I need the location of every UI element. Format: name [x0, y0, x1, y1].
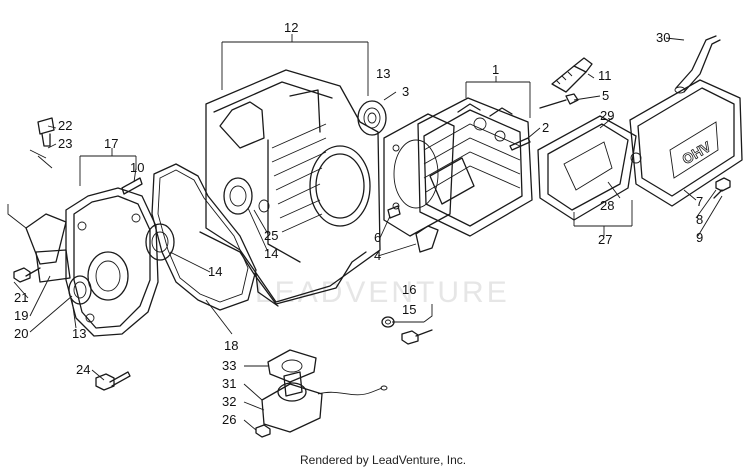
- callout-26: 26: [222, 412, 236, 427]
- callout-15: 15: [402, 302, 416, 317]
- callout-8: 8: [696, 212, 703, 227]
- oil-fill-elbow: [25, 213, 71, 283]
- callout-25: 25: [264, 228, 278, 243]
- callout-23: 23: [58, 136, 72, 151]
- callout-22: 22: [58, 118, 72, 133]
- callout-1: 1: [492, 62, 499, 77]
- crankcase-gasket: [151, 163, 257, 311]
- callout-labels: 12 30 1 13 11 3 5 29 2 22 23 17 10 7 28 …: [14, 20, 703, 427]
- callout-3: 3: [402, 84, 409, 99]
- callout-16: 16: [402, 282, 416, 297]
- callout-6: 6: [374, 230, 381, 245]
- bolt-21: [13, 267, 41, 283]
- callout-9: 9: [696, 230, 703, 245]
- group-brackets: [7, 34, 633, 411]
- callout-12: 12: [284, 20, 298, 35]
- callout-31: 31: [222, 376, 236, 391]
- footer-credit: Rendered by LeadVenture, Inc.: [300, 453, 466, 467]
- callout-14-left: 14: [208, 264, 222, 279]
- bolt-26: [255, 424, 271, 438]
- guide-pin: [509, 137, 531, 151]
- bolt-15: [401, 329, 433, 345]
- callout-19: 19: [14, 308, 28, 323]
- head-gasket: [383, 113, 455, 237]
- dowel-pin: [387, 205, 401, 219]
- callout-13-lower: 13: [72, 326, 86, 341]
- rocker-plate-assembly: [537, 115, 642, 221]
- bearing-left: [145, 223, 175, 261]
- valve-cover: OHV: [629, 79, 743, 207]
- callout-18: 18: [224, 338, 238, 353]
- watermark-text: LEADVENTURE: [255, 276, 510, 309]
- breather-tube: [674, 35, 721, 94]
- leader-lines: [13, 37, 723, 431]
- valve-cover-bolt: [713, 177, 731, 199]
- rocker-guide: [415, 225, 439, 253]
- bolt-24: [95, 371, 131, 391]
- callout-27: 27: [598, 232, 612, 247]
- callout-21: 21: [14, 290, 28, 305]
- crankcase-block: [199, 69, 381, 307]
- callout-29: 29: [600, 108, 614, 123]
- callout-7: 7: [696, 194, 703, 209]
- head-bolt: [539, 93, 579, 109]
- callout-20: 20: [14, 326, 28, 341]
- callout-28: 28: [600, 198, 614, 213]
- bearing-upper: [357, 100, 387, 136]
- callout-33: 33: [222, 358, 236, 373]
- dowel-pin-cover: [121, 177, 143, 195]
- callout-24: 24: [76, 362, 90, 377]
- ohv-emblem: OHV: [679, 138, 714, 167]
- crankcase-cover: [65, 187, 159, 337]
- callout-11: 11: [598, 68, 612, 83]
- callout-2: 2: [542, 120, 549, 135]
- callout-30: 30: [656, 30, 670, 45]
- pump-gasket: [267, 349, 317, 383]
- callout-32: 32: [222, 394, 236, 409]
- callout-17: 17: [104, 136, 118, 151]
- callout-4: 4: [374, 248, 381, 263]
- callout-14-center: 14: [264, 246, 278, 261]
- oil-sensor: [29, 117, 55, 169]
- spark-plug: [551, 57, 593, 93]
- oil-seal: [68, 275, 92, 305]
- callout-5: 5: [602, 88, 609, 103]
- cylinder-head: [417, 97, 533, 237]
- callout-13-upper: 13: [376, 66, 390, 81]
- callout-10: 10: [130, 160, 144, 175]
- pump-body: [261, 371, 388, 433]
